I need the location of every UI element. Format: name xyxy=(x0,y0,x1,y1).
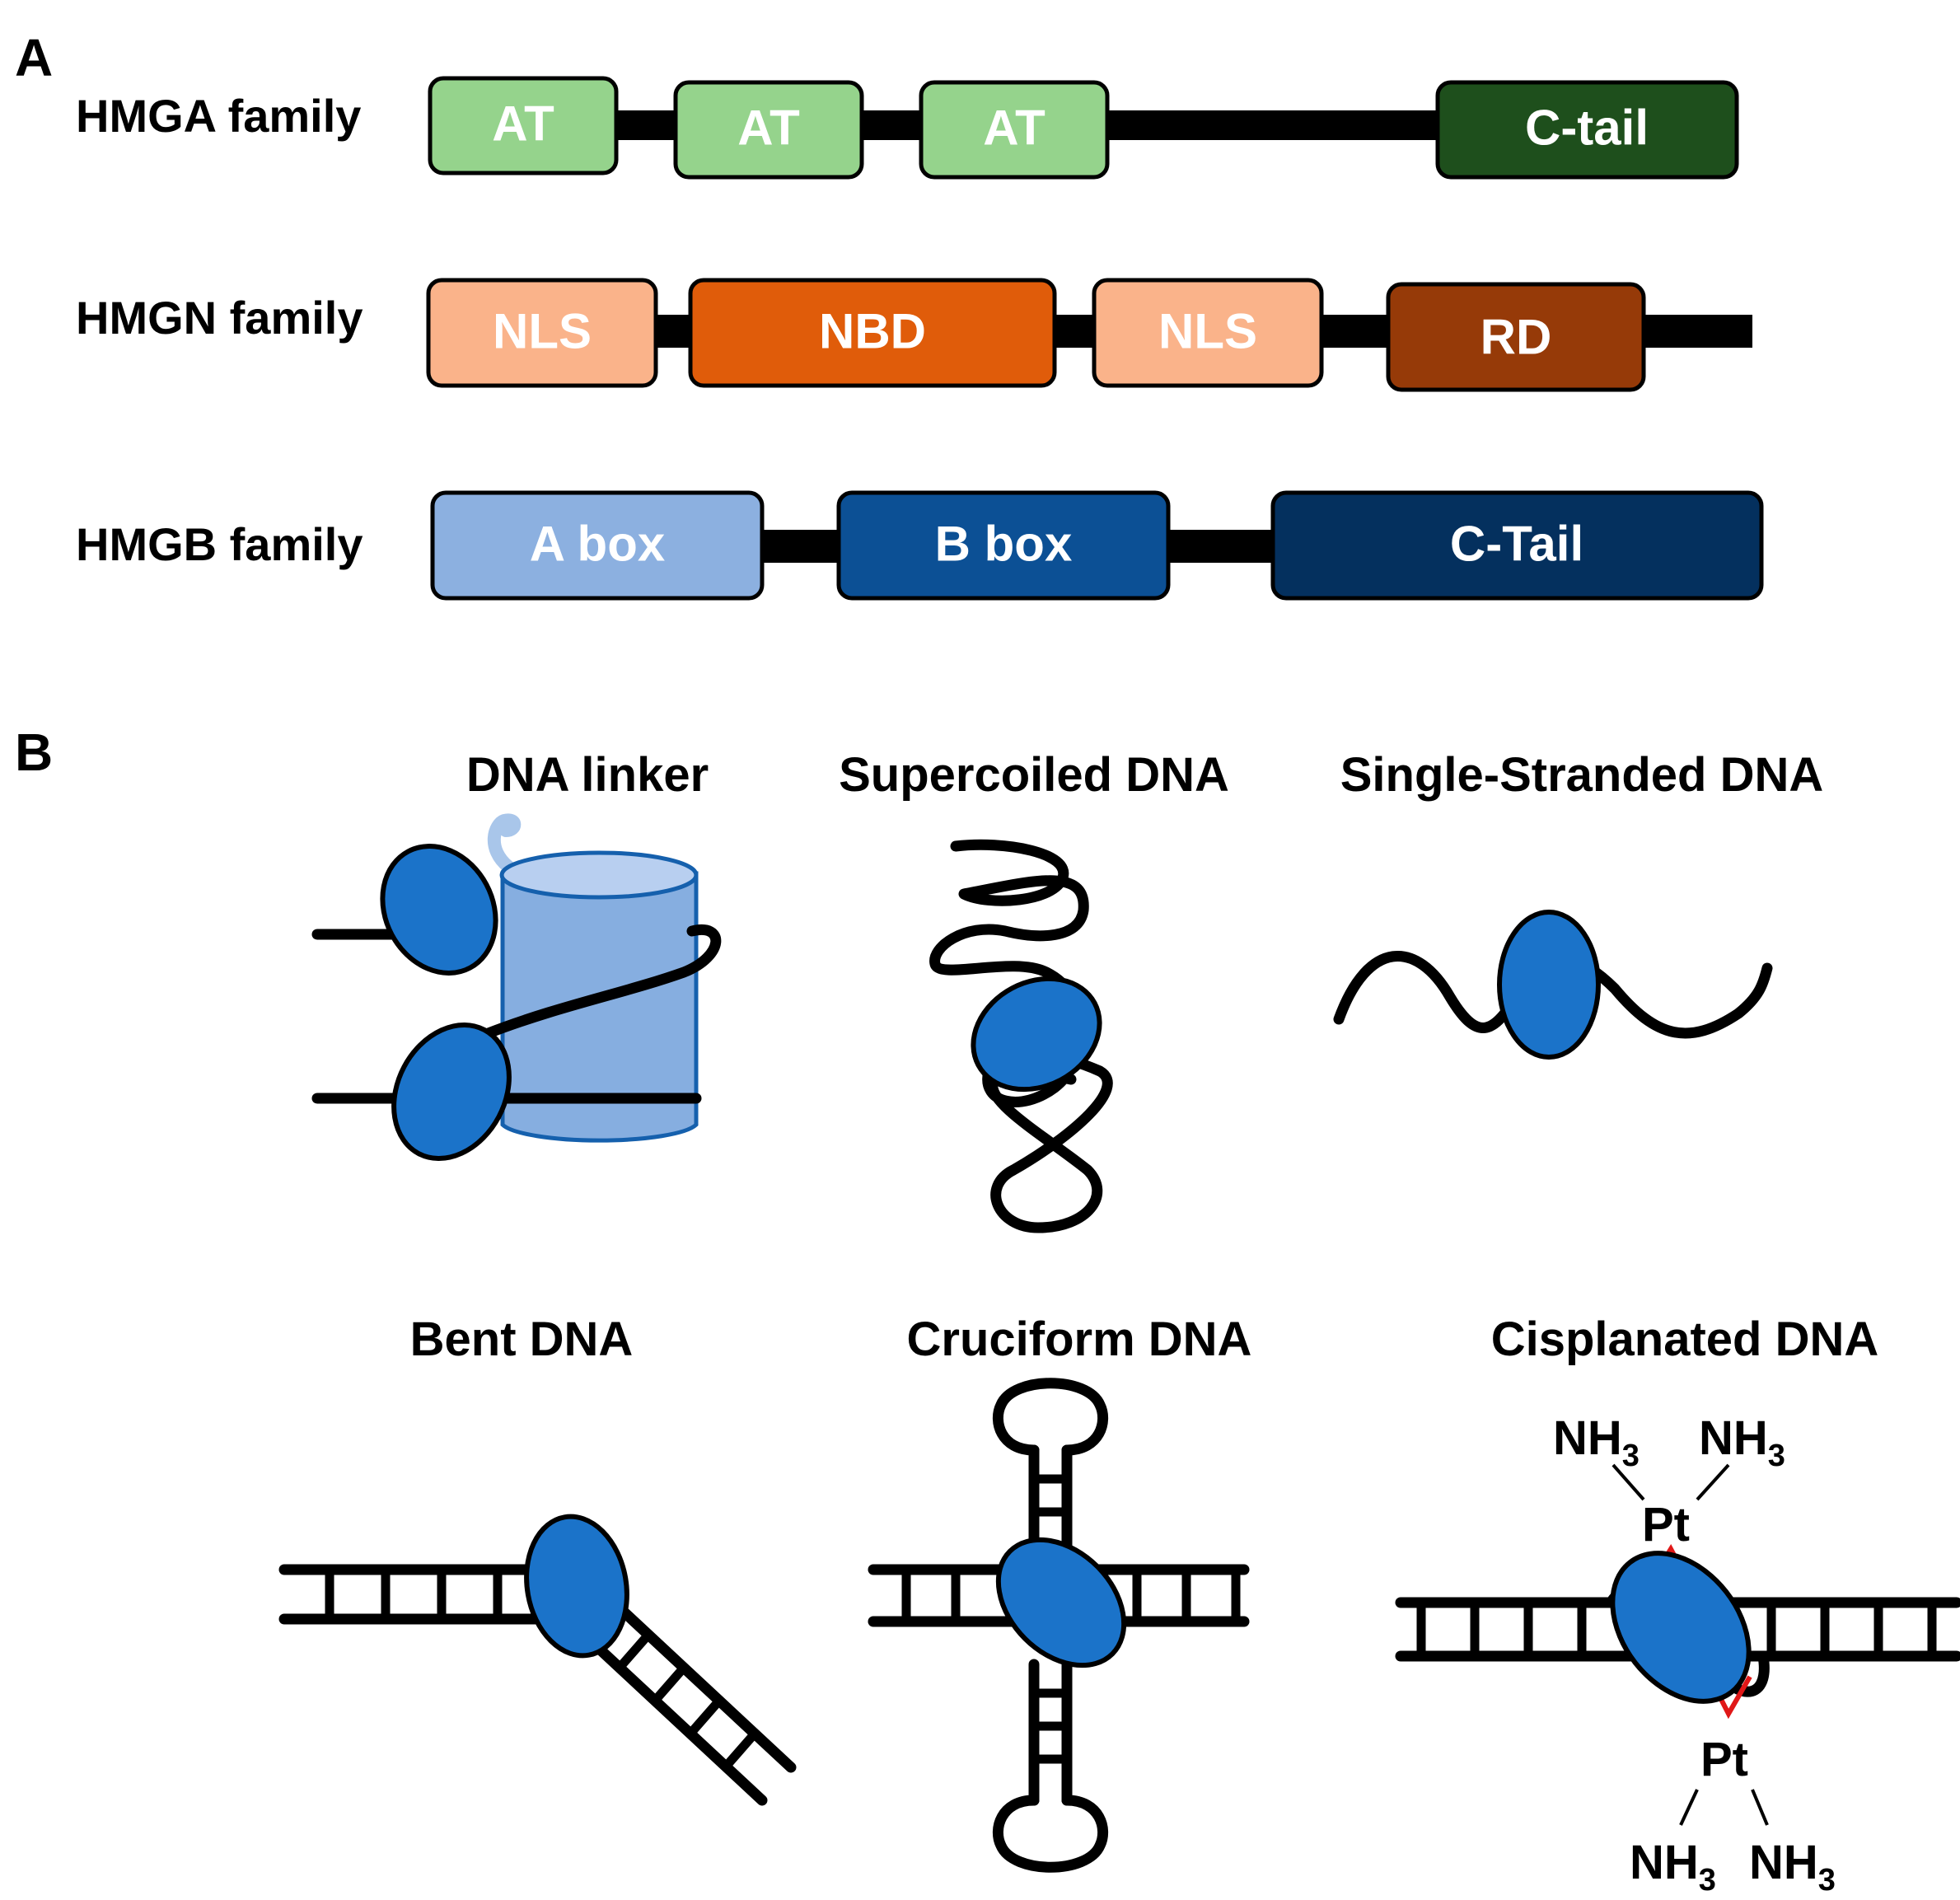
hmgb-family-label: HMGB family xyxy=(76,518,363,570)
single-stranded-illustration: Single-Stranded DNA xyxy=(1333,748,1824,1060)
pt-top-bond-left xyxy=(1612,1463,1645,1501)
hmgb-c-tail-label: C-Tail xyxy=(1450,517,1583,572)
hmga-at-domain-1 xyxy=(428,76,619,175)
nh3-bottom-left: NH3 xyxy=(1630,1836,1716,1898)
hmgn-nbd-domain xyxy=(688,278,1057,388)
pt-bottom-bond-left xyxy=(1679,1789,1699,1826)
hmga-at-domain-3-label: AT xyxy=(983,101,1045,156)
hmgb-c-tail-domain xyxy=(1270,490,1764,601)
nh3-top-left: NH3 xyxy=(1553,1411,1640,1473)
cruciform-top-rungs xyxy=(1034,1474,1067,1517)
bent-dna-rungs-arm xyxy=(615,1631,759,1770)
histone-cylinder-top xyxy=(499,850,699,900)
supercoiled-dna xyxy=(929,839,1113,1233)
hmg-protein-bent xyxy=(524,1514,629,1659)
cisplanated-illustration: Cisplanated DNA Pt NH3 NH3 Pt NH3 NH3 xyxy=(1395,1313,1960,1898)
panel-a-letter: A xyxy=(15,28,53,87)
cruciform-right-rungs xyxy=(1132,1570,1241,1622)
single-stranded-title: Single-Stranded DNA xyxy=(1340,748,1824,802)
bent-dna-illustration: Bent DNA xyxy=(278,1313,797,1806)
cisplatin-dna-rungs xyxy=(1416,1603,1937,1656)
dna-linker-title: DNA linker xyxy=(466,748,709,802)
bent-dna-arm-strand-1 xyxy=(608,1597,797,1773)
hmgn-rd-domain xyxy=(1386,282,1646,392)
nh3-bottom-right: NH3 xyxy=(1749,1836,1836,1898)
nh3-top-right: NH3 xyxy=(1699,1411,1785,1473)
hmga-at-domain-2-label: AT xyxy=(737,101,800,156)
hmga-c-tail-domain xyxy=(1435,80,1739,180)
cruciform-title: Cruciform DNA xyxy=(907,1313,1252,1366)
hmgn-nls-domain-2-label: NLS xyxy=(1158,304,1257,359)
dna-linker-illustration: DNA linker xyxy=(311,748,722,1162)
cruciform-top-loop xyxy=(992,1378,1109,1456)
hmga-at-domain-1-label: AT xyxy=(492,96,554,152)
hmg-protein-linker-bottom xyxy=(391,1022,512,1162)
hmgn-family-label: HMGN family xyxy=(76,292,363,344)
pt-top-bond-right xyxy=(1696,1463,1730,1501)
hmga-c-tail-label: C-tail xyxy=(1525,101,1649,156)
bent-dna-rungs-left xyxy=(325,1570,503,1619)
hmga-at-domain-2 xyxy=(673,80,864,180)
histone-tail xyxy=(487,813,522,873)
hmga-family-label: HMGA family xyxy=(76,90,361,142)
supercoiled-title: Supercoiled DNA xyxy=(839,748,1229,802)
hmga-row: HMGA family AT AT AT C-tail xyxy=(76,76,1739,180)
bent-dna-arm-strand-2 xyxy=(579,1630,768,1806)
hmgb-row: HMGB family A box B box C-Tail xyxy=(76,490,1764,601)
pt-bottom-bond-right xyxy=(1751,1789,1769,1826)
hmgb-b-box-label: B box xyxy=(935,517,1073,572)
bent-dna-title: Bent DNA xyxy=(410,1313,634,1366)
dna-wrap xyxy=(480,924,722,1040)
cruciform-left-rungs xyxy=(901,1570,961,1622)
panel-b-letter: B xyxy=(15,723,53,782)
hmgb-a-box-label: A box xyxy=(530,517,665,572)
cisplanated-title: Cisplanated DNA xyxy=(1491,1313,1879,1366)
histone-cylinder-body xyxy=(500,871,699,1143)
hmg-protein-linker-top xyxy=(380,844,498,976)
hmgn-nls-domain-2 xyxy=(1092,278,1324,388)
hmg-protein-single-stranded xyxy=(1497,910,1601,1060)
hmgn-rd-domain-label: RD xyxy=(1481,310,1552,365)
hmg-protein-supercoiled xyxy=(971,976,1102,1093)
pt-bottom-label: Pt xyxy=(1700,1733,1748,1786)
pt-top-label: Pt xyxy=(1642,1498,1690,1551)
hmgn-nls-domain-1-label: NLS xyxy=(493,304,592,359)
hmgb-b-box-domain xyxy=(836,490,1171,601)
supercoiled-illustration: Supercoiled DNA xyxy=(839,748,1229,1233)
hmgn-nls-domain-1 xyxy=(426,278,658,388)
hmga-at-domain-3 xyxy=(919,80,1110,180)
hmg-protein-cisplatin xyxy=(1610,1551,1752,1704)
cruciform-illustration: Cruciform DNA xyxy=(868,1313,1252,1873)
hmgn-nbd-domain-label: NBD xyxy=(819,304,926,359)
cruciform-bottom-loop xyxy=(992,1795,1109,1873)
hmgb-a-box-domain xyxy=(430,490,765,601)
cruciform-bottom-rungs xyxy=(1034,1688,1067,1764)
hmgn-row: HMGN family NLS NBD NLS RD xyxy=(76,278,1752,392)
hmg-protein-cruciform xyxy=(995,1537,1127,1668)
